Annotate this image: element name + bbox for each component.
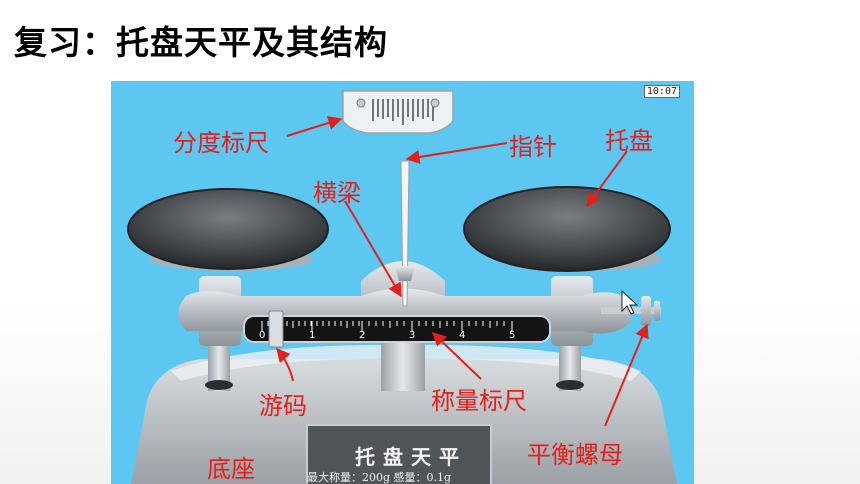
- arrow-rider: [276, 347, 294, 382]
- balance-diagram: 10:07 0 1 2 3 4 5 托盘天平 最大称量：200g 感量：0.1g…: [111, 81, 694, 484]
- balance-nut-cap: [654, 301, 660, 321]
- right-foot: [556, 380, 584, 390]
- center-column: [381, 336, 425, 391]
- label-graduated-scale: 分度标尺: [173, 129, 269, 157]
- mouse-cursor-icon: [621, 289, 639, 315]
- scale-ticks: [261, 321, 513, 331]
- right-pan: [463, 186, 671, 272]
- scale-tick-label: 1: [309, 330, 316, 341]
- nameplate-title: 托盘天平: [355, 445, 467, 469]
- slide-title: 复习：托盘天平及其结构: [14, 23, 388, 62]
- label-arrows: [276, 116, 649, 427]
- nameplate-spec: 最大称量：200g 感量：0.1g: [307, 471, 452, 484]
- arrow-balance-nut: [604, 323, 649, 427]
- left-post: [208, 339, 230, 391]
- base-body: [131, 359, 677, 484]
- pointer-base: [395, 266, 415, 281]
- scale-tick-label: 3: [409, 330, 416, 341]
- balance-nut-shape: [641, 296, 651, 326]
- arrow-graduated-scale: [286, 116, 343, 137]
- arrow-pointer: [405, 142, 508, 164]
- label-beam: 横梁: [313, 179, 361, 207]
- label-balance-nut: 平衡螺母: [527, 441, 623, 469]
- arrow-weighing-scale: [431, 332, 482, 380]
- scale-tick-label: 2: [359, 330, 366, 341]
- graduated-ticks: [372, 99, 434, 125]
- left-pan: [127, 188, 329, 270]
- scale-tick-label: 4: [459, 330, 466, 341]
- right-post: [559, 339, 581, 391]
- label-rider: 游码: [259, 392, 307, 420]
- timer-readout: 10:07: [643, 85, 680, 98]
- arrow-beam: [344, 200, 402, 298]
- label-weighing-scale: 称量标尺: [431, 387, 527, 415]
- scale-tick-label: 0: [259, 330, 266, 341]
- balance-drawing: [127, 90, 677, 484]
- scale-tick-label: 5: [509, 330, 516, 341]
- label-base: 底座: [207, 455, 255, 483]
- weighing-scale: [243, 315, 551, 343]
- nameplate: [306, 424, 492, 484]
- label-pan: 托盘: [605, 127, 653, 155]
- pointer: [400, 160, 410, 307]
- rider-shape: [268, 310, 284, 348]
- left-foot: [205, 380, 233, 390]
- label-pointer: 指针: [509, 133, 557, 161]
- arrow-pan: [586, 150, 628, 208]
